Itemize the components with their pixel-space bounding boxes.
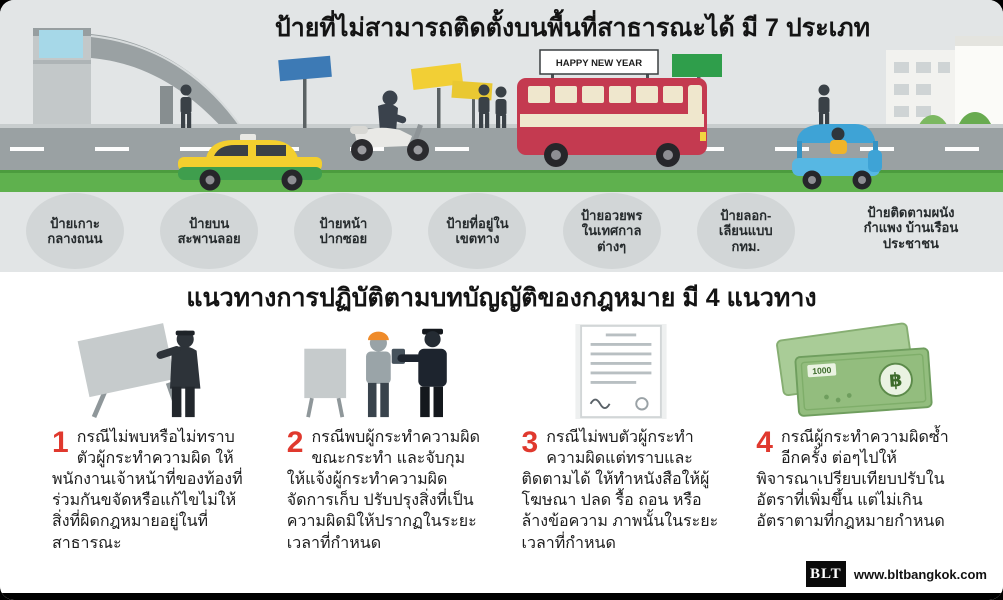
guidelines-list: 1 กรณีไม่พบหรือไม่ทราบตัวผู้กระทำความผิด… [0,318,1003,554]
blt-logo: BLT [805,561,846,587]
taxi [178,134,322,191]
guideline-2-number: 2 [286,426,304,459]
section-prohibited-signs: ป้ายที่ไม่สามารถติดตั้งบนพื้นที่สาธารณะไ… [0,0,1003,272]
guideline-2-text: 2 กรณีพบผู้กระทำความผิดขณะกระทำ และจับกุ… [286,426,481,552]
legal-document-icon [575,324,667,419]
happy-new-year-banner: HAPPY NEW YEAR [556,58,642,69]
banknote-value-label: 1000 [812,365,832,376]
motorcycle-rider [350,90,429,161]
sign-type-alley: ป้ายหน้า ปากซอย [294,193,393,269]
tuk-tuk [792,124,882,190]
guideline-4-number: 4 [756,426,773,459]
website-url: www.bltbangkok.com [853,566,987,582]
street-scene-illustration: HAPPY NEW YEAR [0,28,1003,192]
guideline-1-text: 1 กรณีไม่พบหรือไม่ทราบตัวผู้กระทำความผิด… [52,426,243,552]
sign-type-road-zone: ป้ายที่อยู่ใน เขตทาง [428,193,527,269]
guideline-1-number: 1 [52,426,69,459]
sign-types-list: ป้ายเกาะ กลางถนน ป้ายบน สะพานลอย ป้ายหน้… [26,193,991,269]
bottom-black-bar [0,593,1003,600]
blue-street-sign [278,55,332,128]
guideline-4: 1000 ฿ 4 กรณีผู้กระทำความผิดซ้ำอีกครั้ง … [756,322,955,554]
officer-arresting-offender-icon [304,328,447,418]
guideline-3-text: 3 กรณีไม่พบตัวผู้กระทำความผิดแต่ทราบและต… [521,426,719,552]
sign-type-festival: ป้ายอวยพร ในเทศกาล ต่างๆ [562,193,661,269]
guideline-2: 2 กรณีพบผู้กระทำความผิดขณะกระทำ และจับกุ… [287,322,486,554]
sign-type-bma-imitation: ป้ายลอก- เลียนแบบ กทม. [696,193,795,269]
footer: BLT www.bltbangkok.com [805,561,987,587]
section-legal-guidelines: แนวทางการปฏิบัติตามบทบัญญัติของกฎหมาย มี… [0,272,1003,600]
pedestrians [180,84,830,128]
worker-removing-sign-icon [78,323,201,419]
bus: HAPPY NEW YEAR [517,49,707,167]
sign-type-footbridge: ป้ายบน สะพานลอย [160,193,259,269]
fine-banknotes-icon: 1000 ฿ [775,322,933,417]
guideline-1: 1 กรณีไม่พบหรือไม่ทราบตัวผู้กระทำความผิด… [52,322,251,554]
guideline-4-text: 4 กรณีผู้กระทำความผิดซ้ำอีกครั้ง ต่อๆไปใ… [756,426,949,531]
guideline-3-number: 3 [521,426,539,459]
guideline-3: 3 กรณีไม่พบตัวผู้กระทำความผิดแต่ทราบและต… [522,322,721,554]
prohibited-signs-title: ป้ายที่ไม่สามารถติดตั้งบนพื้นที่สาธารณะไ… [274,14,871,42]
sign-type-house-walls: ป้ายติดตามผนัง กำแพง บ้านเรือน ประชาชน [863,205,959,251]
guidelines-title: แนวทางการปฏิบัติตามบทบัญญัติของกฎหมาย มี… [186,284,817,312]
baht-symbol: ฿ [888,370,903,392]
sign-type-median: ป้ายเกาะ กลางถนน [26,193,124,269]
